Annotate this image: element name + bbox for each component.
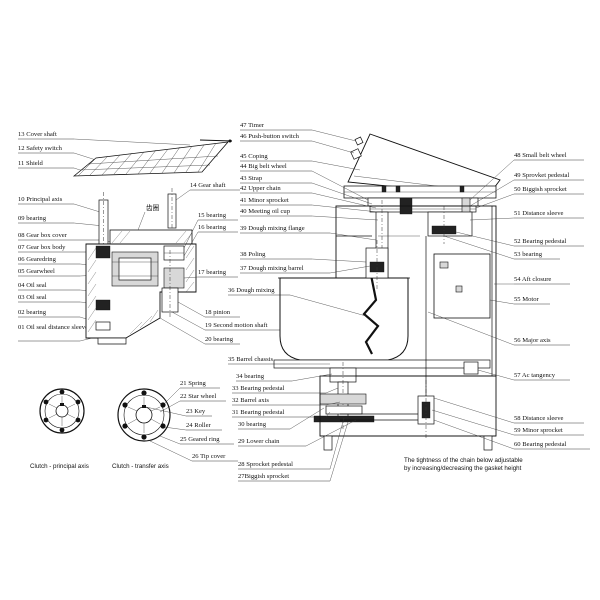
label-40: 40 Meeting oil cup [240,208,291,215]
label-43: 43 Strap [240,175,263,182]
label-09: 09 bearing [18,215,47,222]
label-47: 47 Timer [240,122,265,129]
label-55: 55 Motor [514,296,540,303]
label-60: 60 Bearing pedestal [514,441,567,448]
label-01-line: 01 Oil seal distance sleeve [18,324,88,331]
label-05: 05 Gearwheel [18,268,55,275]
label-30: 30 bearing [238,421,267,428]
label-23: 23 Key [186,408,206,415]
label-19: 19 Second motion shaft [205,322,268,329]
mid-labels: 47 Timer 46 Push-button switch 45 Coping… [228,122,379,482]
label-36: 36 Dough mixing [228,287,275,294]
callout-chinese: 齿圈 [146,204,160,212]
label-44: 44 Big belt wheel [240,163,287,170]
clutch-principal-axis-drawing [39,388,85,434]
label-57: 57 Ac tangency [514,372,556,379]
label-31: 31 Bearing pedestal [232,409,285,416]
label-54: 54 Aft closure [514,276,551,283]
label-07: 07 Gear box body [18,244,66,251]
label-22: 22 Star wheel [180,393,216,400]
label-53: 53 bearing [514,251,543,258]
label-25: 25 Geared ring [180,436,220,443]
chain-note-line1: The tightness of the chain below adjusta… [404,457,523,464]
label-46: 46 Push-button switch [240,133,300,140]
label-41: 41 Minor sprocket [240,197,289,204]
chain-note-line2: by increasing/decreasing the gasket heig… [404,465,522,472]
label-28: 28 Sprocket pedestal [238,461,293,468]
label-18: 18 pinion [205,309,231,316]
label-08: 08 Gear box cover [18,232,68,239]
label-56: 56 Major axis [514,337,551,344]
label-14: 14 Gear shaft [190,182,226,189]
caption-clutch-transfer: Clutch - transfer axis [112,463,169,470]
machine-body-drawing [273,133,501,451]
right-labels: 48 Small belt wheel 49 Sprovket pedestal… [427,152,590,450]
label-34: 34 bearing [236,373,265,380]
label-20: 20 bearing [205,336,234,343]
clutch-labels: 21 Spring 22 Star wheel 23 Key 24 Roller… [145,380,238,462]
label-42: 42 Upper chain [240,185,281,192]
label-15: 15 bearing [198,212,227,219]
label-59: 59 Minor sprocket [514,427,563,434]
label-06: 06 Gearedring [18,256,57,263]
gearbox-section-drawing: 齿圈 [85,188,197,345]
label-21: 21 Spring [180,380,207,387]
label-37: 37 Dough mixing barrel [240,265,304,272]
label-58: 58 Distance sleeve [514,415,564,422]
label-35: 35 Barrel chassis [228,356,273,363]
label-10: 10 Principal axis [18,196,63,203]
label-32: 32 Barrel axis [232,397,269,404]
label-17: 17 bearing [198,269,227,276]
label-27: 27Biggish sprocket [238,473,289,480]
label-49: 49 Sprovket pedestal [514,172,569,179]
center-labels: 14 Gear shaft 15 bearing 16 bearing 17 b… [159,182,282,345]
label-12: 12 Safety switch [18,145,63,152]
label-01: 01 Oil seal distance sleeve [18,324,88,331]
label-29: 29 Lower chain [238,438,280,445]
label-51: 51 Distance sleeve [514,210,564,217]
label-03: 03 Oil seal [18,294,47,301]
label-48: 48 Small belt wheel [514,152,567,159]
caption-clutch-principal: Clutch - principal axis [30,463,89,470]
shield-guard-drawing [72,139,233,177]
label-45: 45 Coping [240,153,268,160]
label-24: 24 Roller [186,422,212,429]
label-38: 38 Poling [240,251,266,258]
label-39: 39 Dough mixing flange [240,225,305,232]
label-02: 02 bearing [18,309,47,316]
label-11: 11 Shield [18,160,44,167]
label-52: 52 Bearing pedestal [514,238,567,245]
label-04: 04 Oil seal [18,282,47,289]
label-26: 26 Tip cover [192,453,226,460]
label-16: 16 bearing [198,224,227,231]
label-33: 33 Bearing pedestal [232,385,285,392]
left-labels: 13 Cover shaft 12 Safety switch 11 Shiel… [18,131,100,342]
label-13: 13 Cover shaft [18,131,57,138]
clutch-transfer-axis-drawing [117,388,171,442]
label-50: 50 Biggish sprocket [514,186,567,193]
